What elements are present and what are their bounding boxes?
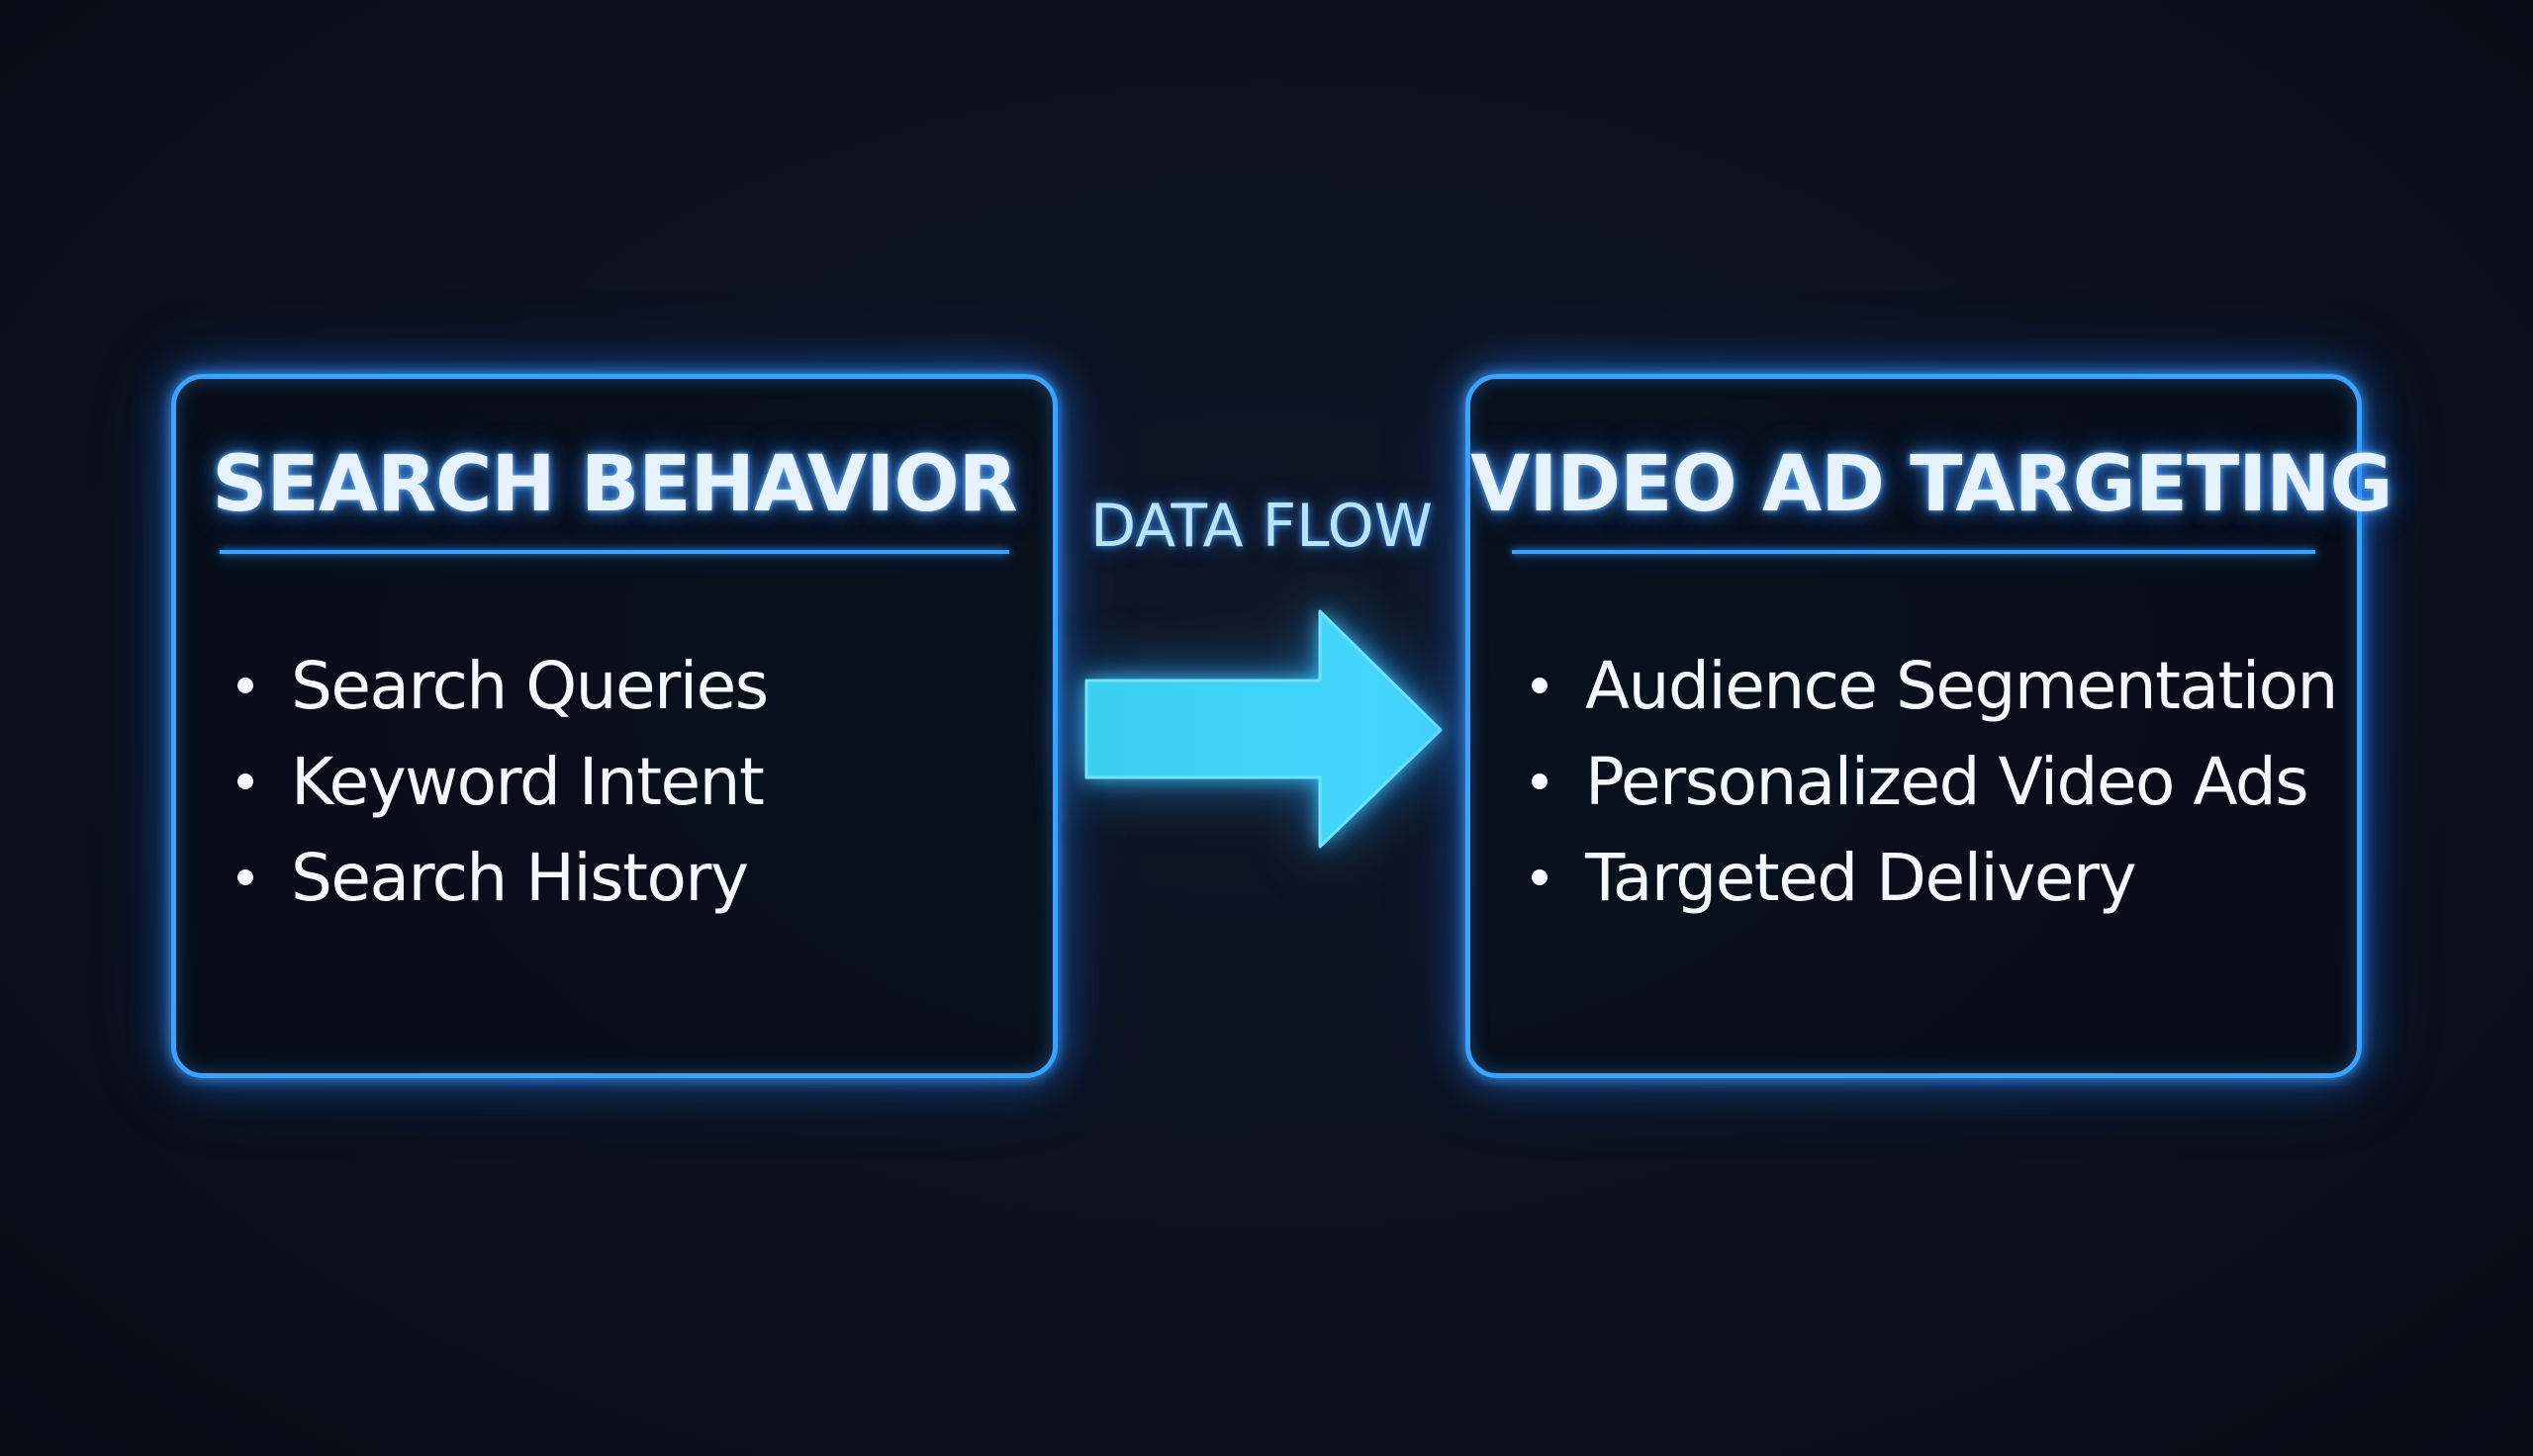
list-item: Search Queries bbox=[237, 638, 769, 734]
right-arrow-icon bbox=[1084, 609, 1443, 849]
list-item-label: Search History bbox=[291, 840, 749, 916]
source-box-search-behavior: SEARCH BEHAVIOR Search Queries Keyword I… bbox=[171, 374, 1058, 1078]
source-box-title: SEARCH BEHAVIOR bbox=[212, 440, 1017, 529]
target-box-title: VIDEO AD TARGETING bbox=[1470, 440, 2393, 529]
list-item-label: Personalized Video Ads bbox=[1585, 744, 2309, 820]
list-item-label: Audience Segmentation bbox=[1585, 648, 2338, 724]
bullet-icon bbox=[1532, 869, 1548, 885]
target-box-divider bbox=[1512, 550, 2315, 554]
list-item: Keyword Intent bbox=[237, 734, 768, 830]
connector-label: DATA FLOW bbox=[1090, 492, 1433, 561]
source-box-divider bbox=[220, 550, 1009, 554]
list-item: Personalized Video Ads bbox=[1532, 734, 2337, 830]
list-item: Targeted Delivery bbox=[1532, 830, 2337, 926]
list-item-label: Keyword Intent bbox=[291, 744, 765, 820]
bullet-icon bbox=[1532, 678, 1548, 693]
bullet-icon bbox=[237, 774, 253, 789]
bullet-icon bbox=[1532, 774, 1548, 789]
target-box-video-ad-targeting: VIDEO AD TARGETING Audience Segmentation… bbox=[1465, 374, 2393, 1078]
list-item-label: Search Queries bbox=[291, 648, 769, 724]
target-box-item-list: Audience Segmentation Personalized Video… bbox=[1532, 638, 2338, 926]
list-item: Search History bbox=[237, 830, 768, 926]
source-box-item-list: Search Queries Keyword Intent Search His… bbox=[237, 638, 769, 926]
bullet-icon bbox=[237, 869, 253, 885]
bullet-icon bbox=[237, 678, 253, 693]
list-item: Audience Segmentation bbox=[1532, 638, 2338, 734]
arrow-shape bbox=[1084, 609, 1443, 849]
list-item-label: Targeted Delivery bbox=[1585, 840, 2137, 916]
